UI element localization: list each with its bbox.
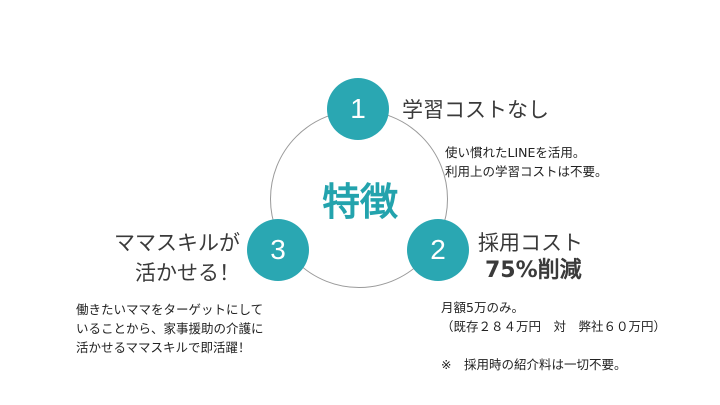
feature-1-heading: 学習コストなし — [402, 98, 549, 122]
number-badge-2: 2 — [407, 219, 469, 281]
feature-3-subheading: 活かせる！ — [135, 261, 240, 285]
description-line: 月額5万のみ。 — [441, 300, 524, 315]
description-line — [441, 336, 666, 355]
number-badge-3: 3 — [247, 219, 309, 281]
feature-2-description: 月額5万のみ。 （既存２８４万円 対 弊社６０万円） ※ 採用時の紹介料は一切不… — [441, 298, 666, 374]
center-title: 特徴 — [321, 180, 398, 224]
feature-2-subheading: 75%削減 — [485, 258, 582, 283]
description-line: 使い慣れたLINEを活用。 — [445, 145, 586, 160]
description-line: 活かせるママスキルで即活躍！ — [76, 340, 251, 355]
description-line: 働きたいママをターゲットにして — [76, 302, 264, 317]
description-line: ※ 採用時の紹介料は一切不要。 — [441, 357, 627, 372]
feature-1-description: 使い慣れたLINEを活用。 利用上の学習コストは不要。 — [445, 143, 608, 181]
feature-3-description: 働きたいママをターゲットにして いることから、家事援助の介護に 活かせるママスキ… — [76, 300, 264, 357]
description-line: 利用上の学習コストは不要。 — [445, 164, 608, 179]
number-badge-1: 1 — [327, 78, 389, 140]
description-line: いることから、家事援助の介護に — [76, 321, 264, 336]
description-line: （既存２８４万円 対 弊社６０万円） — [441, 319, 667, 334]
feature-2-heading: 採用コスト — [478, 231, 583, 255]
feature-3-heading: ママスキルが — [114, 231, 240, 255]
